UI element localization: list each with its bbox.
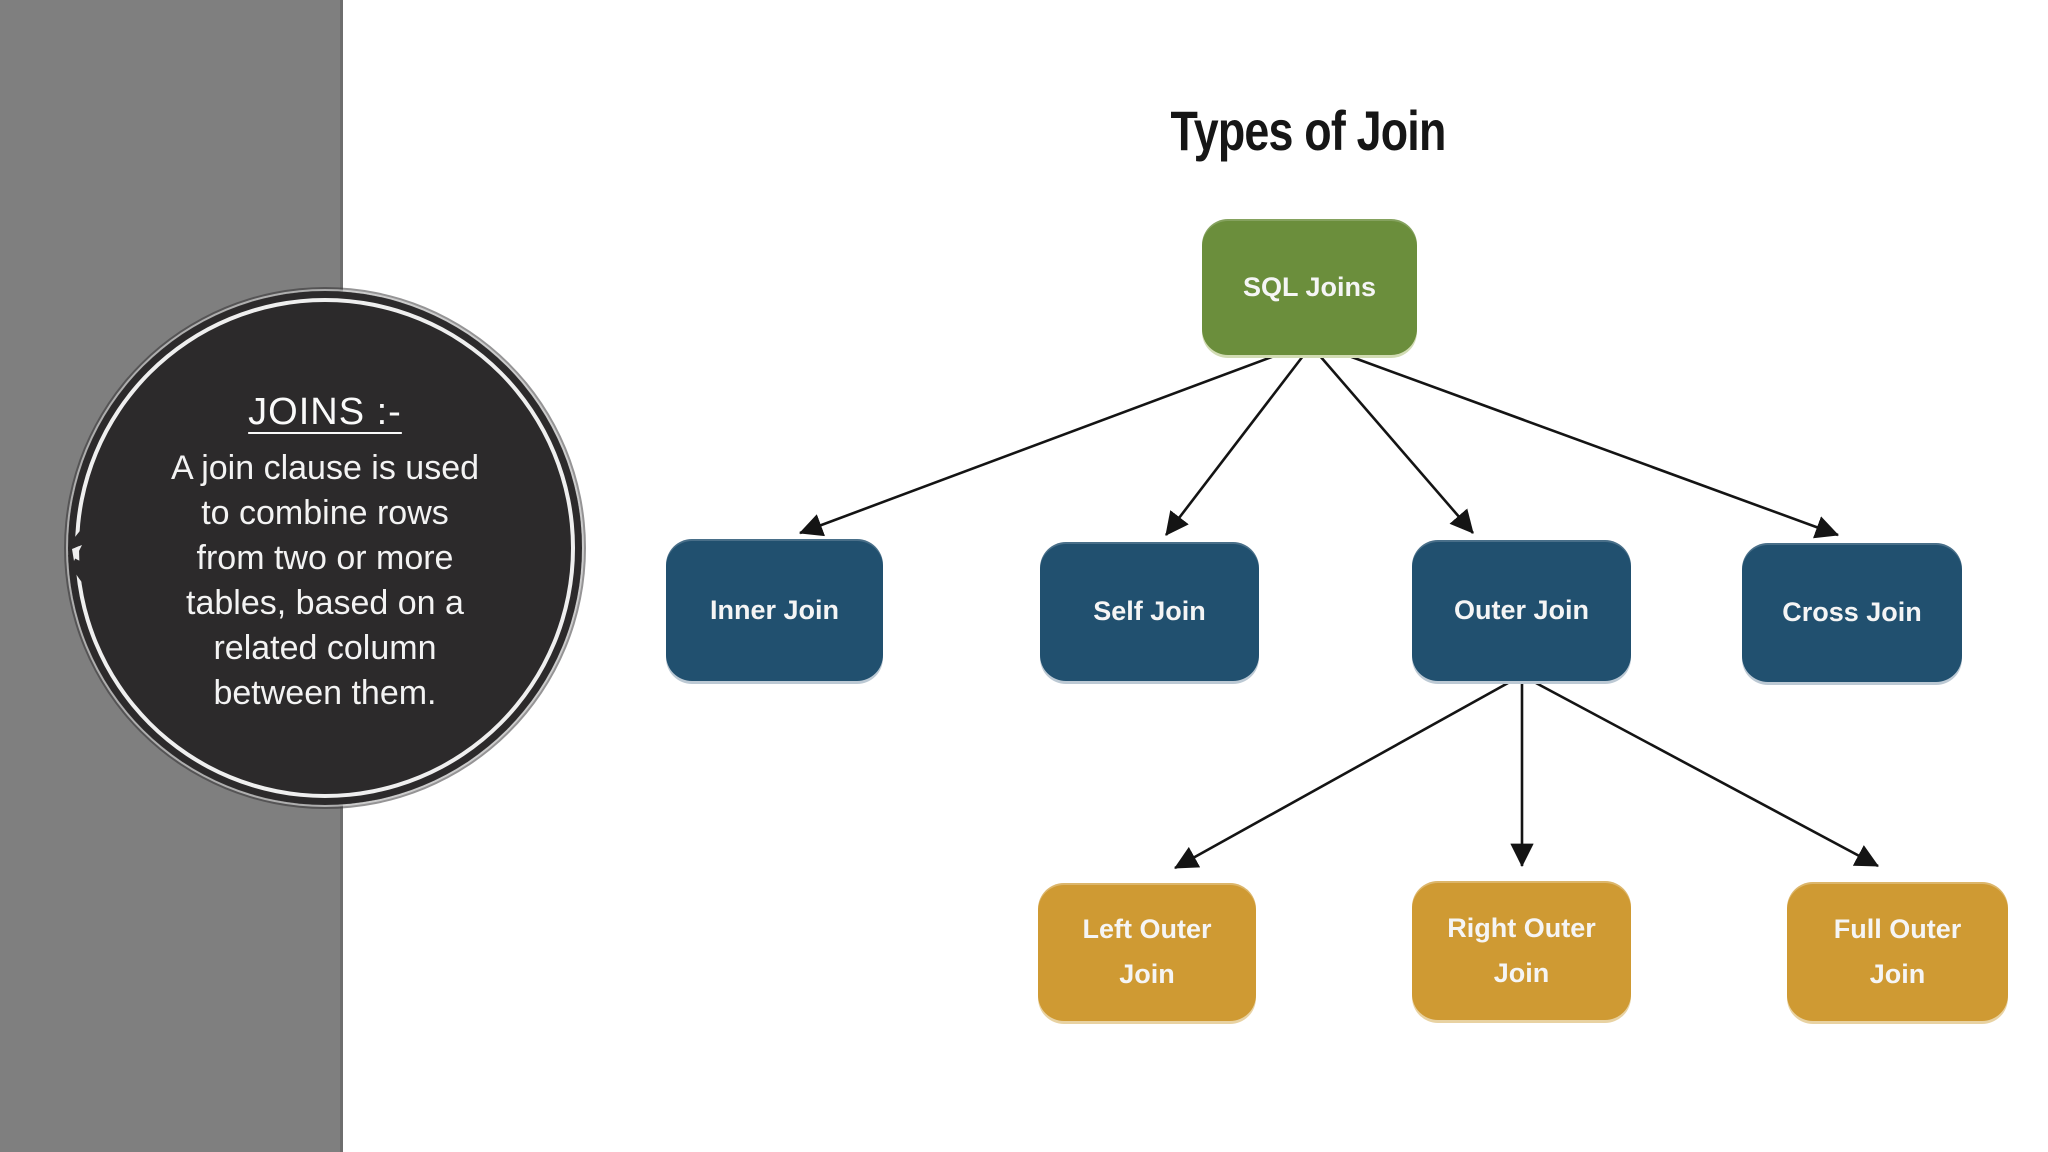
node-label: Outer Join: [1453, 595, 1589, 625]
node-label-line2: Join: [1869, 958, 1926, 989]
joins-heading: JOINS :-: [248, 390, 402, 433]
node-left-outer-join: Left Outer Join: [1038, 883, 1256, 1021]
node-label-line1: Full Outer: [1833, 913, 1962, 944]
node-cross-join: Cross Join: [1742, 543, 1962, 682]
joins-definition-text: A join clause is used to combine rows fr…: [171, 446, 479, 716]
definition-line: A join clause is used: [170, 448, 480, 487]
node-label: Self Join: [1093, 596, 1206, 626]
node-label-line2: Join: [1119, 959, 1175, 989]
node-inner-join: Inner Join: [666, 539, 883, 681]
node-label-line2: Join: [1493, 957, 1550, 988]
definition-line: from two or more: [196, 538, 454, 577]
node-label-line1: Right Outer: [1447, 912, 1596, 943]
definition-line: between them.: [213, 673, 437, 712]
node-sql-joins: SQL Joins: [1202, 219, 1417, 355]
node-label: SQL Joins: [1242, 271, 1377, 302]
node-label: Cross Join: [1782, 597, 1922, 627]
definition-line: related column: [213, 628, 437, 667]
page-title: Types of Join: [1170, 99, 1446, 162]
node-outer-join: Outer Join: [1412, 540, 1631, 681]
node-label: Inner Join: [709, 594, 839, 625]
definition-line: tables, based on a: [186, 583, 464, 622]
node-label-line1: Left Outer: [1082, 914, 1212, 944]
node-self-join: Self Join: [1040, 542, 1259, 681]
ribbon-notch-icon: [68, 511, 100, 599]
definition-line: to combine rows: [201, 493, 449, 532]
node-right-outer-join: Right Outer Join: [1412, 881, 1631, 1020]
joins-definition-circle: JOINS :- A join clause is used to combin…: [68, 291, 582, 805]
node-full-outer-join: Full Outer Join: [1787, 882, 2008, 1021]
